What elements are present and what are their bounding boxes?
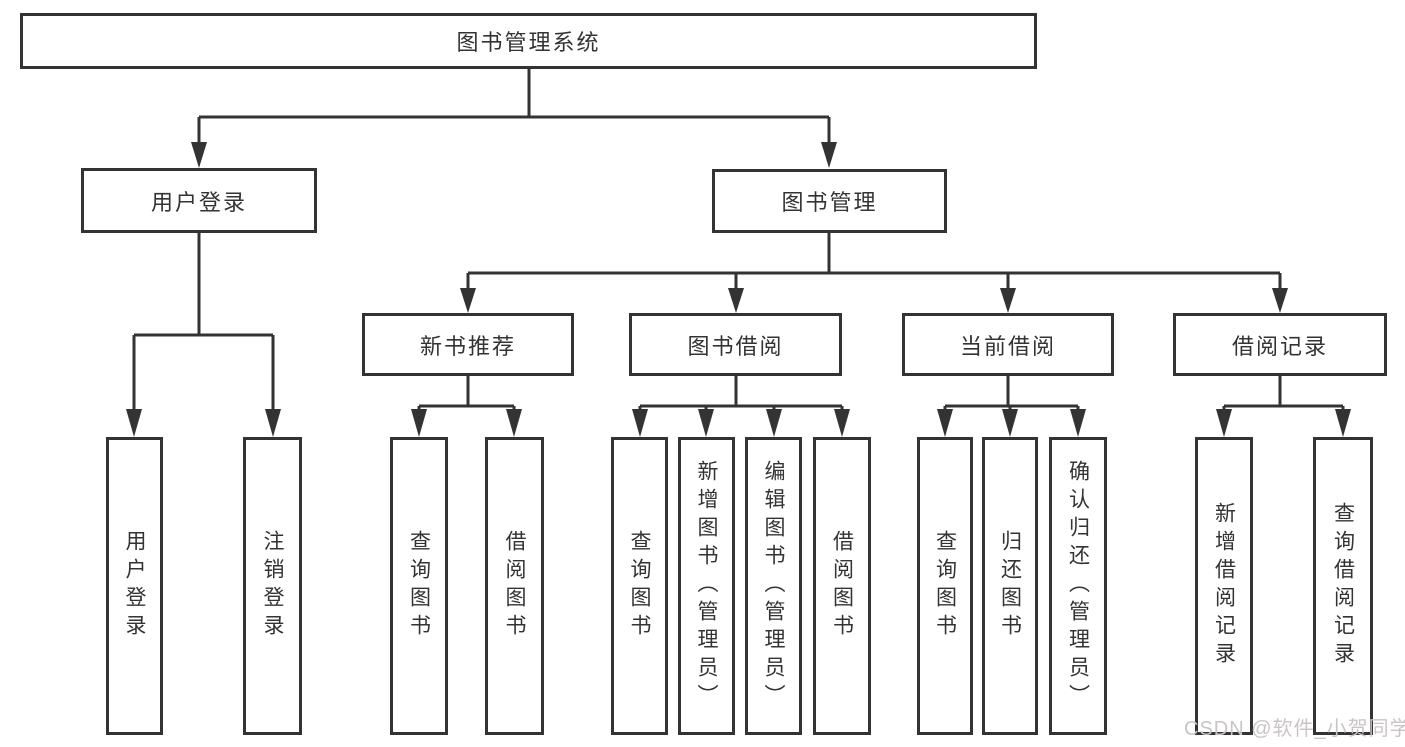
leaf-user-login: 用户登录: [106, 437, 163, 735]
leaf-add-borrow-record: 新增借阅记录: [1195, 437, 1253, 735]
node-book-borrowing: 图书借阅: [629, 313, 842, 376]
leaf-return-book: 归还图书: [982, 437, 1038, 735]
leaf-logout: 注销登录: [243, 437, 302, 735]
leaf-query-books-current: 查询图书: [917, 437, 973, 735]
node-new-book-recommend: 新书推荐: [362, 313, 574, 376]
leaf-borrow-books-recommend: 借阅图书: [485, 437, 544, 735]
arrowheads: [126, 142, 1351, 437]
csdn-watermark: CSDN @软件_小贺同学: [1184, 718, 1405, 740]
node-book-management: 图书管理: [712, 169, 947, 233]
leaf-query-books-recommend: 查询图书: [390, 437, 448, 735]
leaf-edit-book-admin: 编辑图书（管理员）: [745, 437, 802, 735]
node-user-login: 用户登录: [81, 168, 317, 233]
leaf-borrow-books-borrowing: 借阅图书: [813, 437, 871, 735]
leaf-add-book-admin: 新增图书（管理员）: [678, 437, 735, 735]
leaf-confirm-return-admin: 确认归还（管理员）: [1049, 437, 1107, 735]
node-root-library-system: 图书管理系统: [20, 13, 1037, 69]
leaf-query-borrow-record: 查询借阅记录: [1313, 437, 1373, 735]
leaf-query-books-borrowing: 查询图书: [611, 437, 668, 735]
node-borrowing-records: 借阅记录: [1173, 313, 1387, 376]
node-current-borrowing: 当前借阅: [902, 313, 1114, 376]
